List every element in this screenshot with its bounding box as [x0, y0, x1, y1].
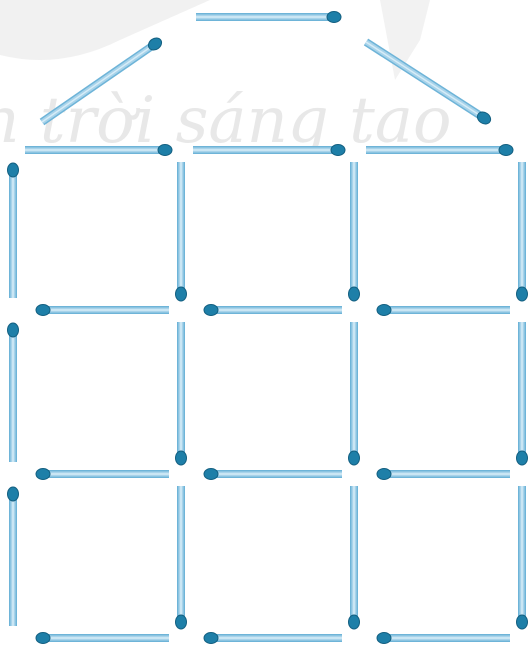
matchstick-head [499, 145, 513, 156]
grid-stick-vertical [176, 486, 187, 629]
matchstick-head [8, 323, 19, 337]
matchstick-head [36, 633, 50, 644]
matchstick-head [377, 305, 391, 316]
matchstick-head [331, 145, 345, 156]
grid-stick-vertical [517, 486, 528, 629]
grid-stick-horizontal [36, 305, 169, 316]
grid-stick-horizontal [204, 469, 342, 480]
matchstick-head [8, 487, 19, 501]
matchstick-head [176, 615, 187, 629]
matchstick-head [517, 451, 528, 465]
matchstick-head [176, 451, 187, 465]
grid-stick-vertical [8, 163, 19, 298]
grid-stick-vertical [176, 162, 187, 301]
matchstick-head [204, 633, 218, 644]
matchstick-head [158, 145, 172, 156]
grid-stick-horizontal [377, 633, 510, 644]
grid-stick-horizontal [36, 633, 169, 644]
grid-stick-vertical [8, 487, 19, 626]
matchstick-head [36, 305, 50, 316]
roof-stick-top [196, 12, 341, 23]
matchstick-head [349, 615, 360, 629]
grid-stick-horizontal [377, 469, 510, 480]
matchstick-head [36, 469, 50, 480]
grid-stick-horizontal [366, 145, 513, 156]
matchstick-head [349, 287, 360, 301]
matchstick-head [204, 305, 218, 316]
matchstick-head [204, 469, 218, 480]
matchstick-head [517, 287, 528, 301]
grid-stick-horizontal [204, 633, 342, 644]
grid-stick-horizontal [36, 469, 169, 480]
grid-stick-horizontal [204, 305, 342, 316]
matchstick-head [349, 451, 360, 465]
grid-stick-vertical [349, 322, 360, 465]
grid-stick-vertical [517, 162, 528, 301]
grid-stick-vertical [349, 162, 360, 301]
matchstick-head [176, 287, 187, 301]
matchstick-head [327, 12, 341, 23]
grid-stick-vertical [349, 486, 360, 629]
matchstick-head [517, 615, 528, 629]
watermark-book-shape [0, 0, 210, 60]
matchstick-head [377, 469, 391, 480]
grid-stick-horizontal [25, 145, 172, 156]
grid-stick-vertical [8, 323, 19, 462]
matchstick-head [8, 163, 19, 177]
watermark-logo: Chân trời sáng tạo [0, 0, 452, 158]
grid-stick-vertical [517, 322, 528, 465]
grid-stick-horizontal [193, 145, 345, 156]
matchstick-head [377, 633, 391, 644]
grid-stick-horizontal [377, 305, 510, 316]
grid-stick-vertical [176, 322, 187, 465]
